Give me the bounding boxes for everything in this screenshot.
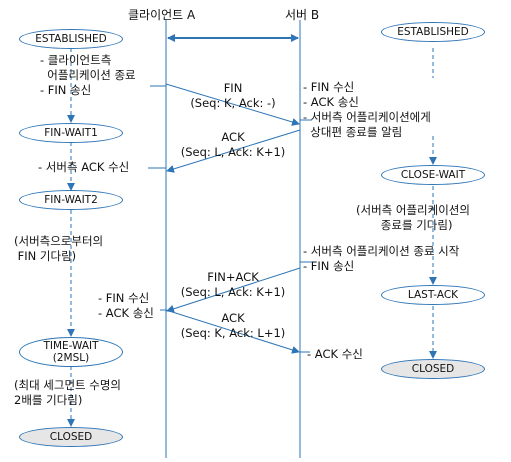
server-state-close-wait: CLOSE-WAIT — [381, 165, 485, 185]
client-note-ack-received: - 서버측 ACK 수신 — [38, 160, 130, 174]
msg-fin-ack-label: FIN+ACK (Seq: L, Ack: K+1) — [180, 270, 286, 299]
ack1-arrow — [166, 129, 301, 173]
client-note-fin-ack-received: - FIN 수신 - ACK 송신 — [98, 291, 154, 320]
server-note-ack-received: - ACK 수신 — [307, 347, 363, 361]
msg-fin-label: FIN (Seq: K, Ack: -) — [190, 81, 276, 110]
fin-ack-arrow — [166, 267, 301, 313]
client-state-fin-wait2: FIN-WAIT2 — [19, 190, 123, 210]
client-header: 클라이언트 A — [128, 8, 196, 22]
server-note-app-close: - 서버측 어플리케이션 종료 시작 - FIN 송신 — [303, 244, 460, 273]
ack2-arrow — [165, 309, 300, 354]
fin-arrow — [165, 83, 300, 126]
client-note-wait-2msl: (최대 세그먼트 수명의 2배를 기다림) — [14, 378, 122, 407]
client-state-time-wait: TIME-WAIT (2MSL) — [19, 337, 123, 367]
server-state-established: ESTABLISHED — [381, 22, 485, 42]
server-state-last-ack: LAST-ACK — [381, 285, 485, 305]
server-note-wait-app-close: (서버측 어플리케이션의 종료를 기다림) — [356, 203, 470, 232]
client-note-close-request: - 클라이언트측 어플리케이션 종료 - FIN 송신 — [40, 53, 136, 97]
server-state-closed: CLOSED — [381, 359, 485, 379]
server-header: 서버 B — [285, 8, 320, 22]
msg-ack2-label: ACK (Seq: K, Ack: L+1) — [180, 311, 286, 340]
client-state-established: ESTABLISHED — [19, 29, 123, 49]
client-state-closed: CLOSED — [19, 427, 123, 447]
server-note-fin-received: - FIN 수신 - ACK 송신 - 서버측 어플리케이션에게 상대편 종료를… — [303, 80, 431, 139]
client-state-fin-wait1: FIN-WAIT1 — [19, 123, 123, 143]
client-note-wait-fin: (서버측으로부터의 FIN 기다림) — [14, 234, 104, 263]
msg-ack1-label: ACK (Seq: L, Ack: K+1) — [180, 130, 286, 159]
